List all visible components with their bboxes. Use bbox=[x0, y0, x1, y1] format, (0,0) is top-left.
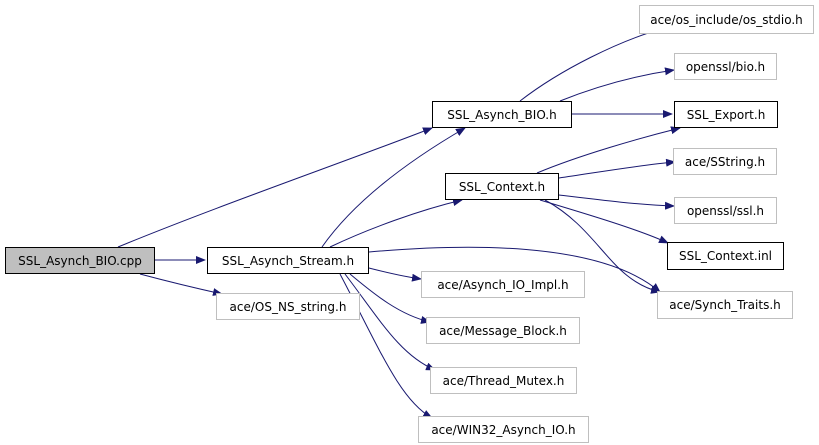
node-ace-asynch-io-impl-h: ace/Asynch_IO_Impl.h bbox=[421, 271, 585, 298]
edge-ssl-asynch-bio-cpp-to-ssl-asynch-bio-h bbox=[117, 127, 433, 248]
edge-ssl-context-h-to-ssl-context-inl bbox=[539, 199, 669, 244]
node-ace-os-stdio-h: ace/os_include/os_stdio.h bbox=[639, 5, 814, 34]
edge-ssl-context-h-to-ace-sstring-h bbox=[558, 158, 676, 179]
node-ace-sstring-h: ace/SString.h bbox=[673, 148, 777, 175]
edge-ssl-asynch-stream-h-to-ace-synch-traits-h bbox=[368, 246, 661, 293]
node-openssl-ssl-h: openssl/ssl.h bbox=[674, 197, 777, 224]
edge-ssl-context-h-to-openssl-ssl-h bbox=[558, 194, 675, 210]
edge-ssl-asynch-stream-h-to-ssl-context-h bbox=[329, 198, 463, 248]
node-ssl-context-inl[interactable]: SSL_Context.inl bbox=[667, 242, 784, 270]
edge-ssl-asynch-bio-cpp-to-ace-os-ns-string-h bbox=[139, 273, 223, 296]
edge-ssl-asynch-bio-h-to-ace-os-stdio-h bbox=[519, 26, 666, 102]
edge-ssl-asynch-stream-h-to-ace-asynch-io-impl-h bbox=[368, 267, 422, 282]
node-ace-synch-traits-h: ace/Synch_Traits.h bbox=[657, 291, 793, 319]
edge-ssl-asynch-stream-h-to-ssl-asynch-bio-h bbox=[321, 127, 466, 248]
node-ssl-asynch-stream-h[interactable]: SSL_Asynch_Stream.h bbox=[207, 247, 369, 274]
edge-ssl-asynch-stream-h-to-ace-message-block-h bbox=[349, 273, 431, 324]
node-ace-thread-mutex-h: ace/Thread_Mutex.h bbox=[430, 367, 577, 394]
node-openssl-bio-h: openssl/bio.h bbox=[674, 53, 777, 80]
node-ace-os-ns-string-h: ace/OS_NS_string.h bbox=[216, 293, 360, 320]
edge-ssl-context-h-to-ace-synch-traits-h bbox=[544, 199, 661, 294]
node-ssl-export-h[interactable]: SSL_Export.h bbox=[674, 101, 778, 128]
edge-ssl-context-h-to-ssl-export-h bbox=[536, 126, 681, 174]
node-ace-win32-asynch-io-h: ace/WIN32_Asynch_IO.h bbox=[418, 416, 589, 443]
edge-ssl-asynch-bio-h-to-openssl-bio-h bbox=[559, 67, 675, 102]
node-ssl-asynch-bio-cpp[interactable]: SSL_Asynch_BIO.cpp bbox=[5, 247, 155, 274]
node-ssl-context-h[interactable]: SSL_Context.h bbox=[445, 173, 559, 200]
node-ssl-asynch-bio-h[interactable]: SSL_Asynch_BIO.h bbox=[432, 101, 572, 128]
node-ace-message-block-h: ace/Message_Block.h bbox=[426, 317, 580, 344]
edge-ssl-asynch-stream-h-to-ace-thread-mutex-h bbox=[344, 273, 436, 371]
